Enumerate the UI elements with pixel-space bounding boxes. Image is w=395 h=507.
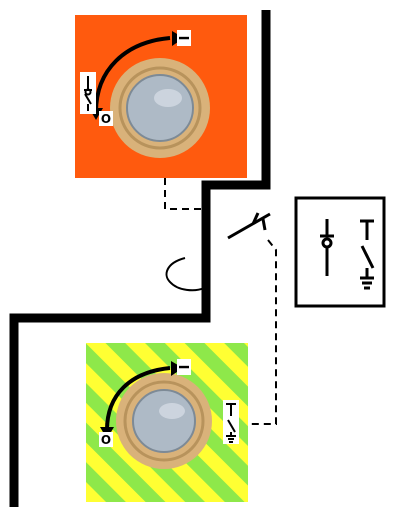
top-off-label: O <box>101 112 111 126</box>
bottom-off-label: O <box>101 433 111 447</box>
top-disconnector-icon <box>84 76 92 111</box>
top-knob-face <box>126 74 194 142</box>
top-linkage-dashed <box>164 178 204 210</box>
symbol-legend-box <box>294 196 386 308</box>
bottom-on-label: I <box>175 365 190 370</box>
legend-frame <box>294 196 386 308</box>
top-disconnector-card <box>80 72 96 114</box>
interlock-lever <box>227 212 271 240</box>
top-knob-inner-ring <box>118 66 202 150</box>
top-off-label-bg <box>99 111 113 126</box>
lever-linkage-dashed <box>244 239 277 425</box>
bottom-earthing-card <box>223 400 239 444</box>
bottom-rotation-arrow <box>105 366 171 431</box>
top-on-label: I <box>175 36 190 41</box>
disconnector-symbol <box>320 219 334 276</box>
top-rotation-arrow <box>94 36 171 113</box>
top-knob-highlight <box>154 89 182 107</box>
top-switch-panel: I O <box>75 15 247 178</box>
bottom-earthing-icon <box>226 403 236 443</box>
enclosure-wall <box>9 10 271 507</box>
bottom-off-label-bg <box>99 432 113 447</box>
bottom-switch-panel: I O <box>86 343 248 502</box>
earthing-switch-symbol <box>360 219 375 290</box>
top-on-label-bg <box>177 30 191 46</box>
bottom-knob-highlight <box>159 403 185 419</box>
bottom-knob-face <box>132 389 196 453</box>
bottom-knob-inner-ring <box>123 380 205 462</box>
bottom-on-label-bg <box>177 359 191 375</box>
door-latch-arc <box>165 257 205 292</box>
